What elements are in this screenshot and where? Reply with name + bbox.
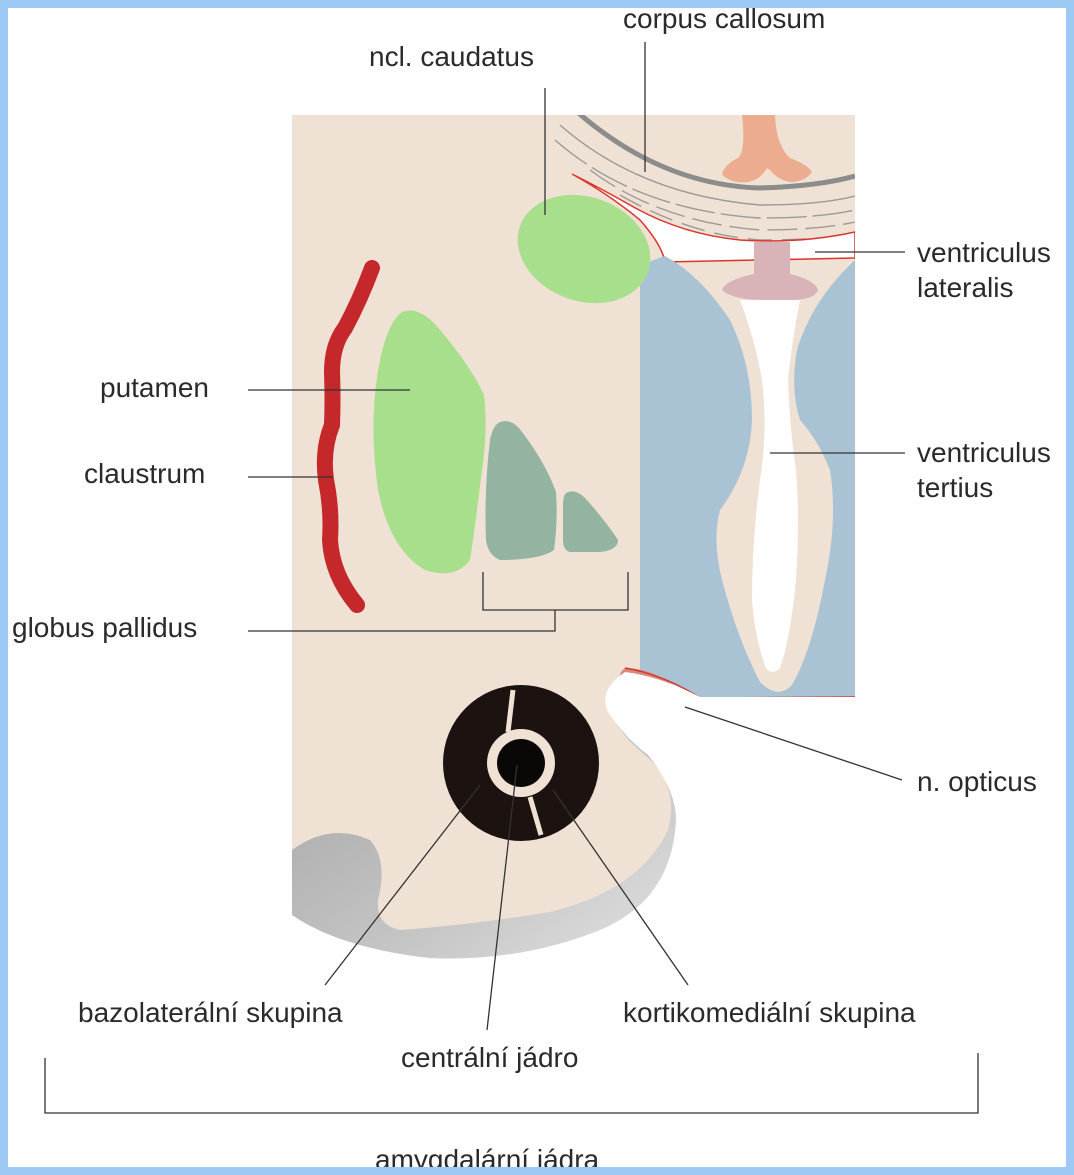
label-n-opticus: n. opticus xyxy=(917,766,1037,798)
label-ventriculus-lateralis-1: ventriculus xyxy=(917,237,1051,269)
label-putamen: putamen xyxy=(100,372,209,404)
label-claustrum: claustrum xyxy=(84,458,205,490)
amygdala-section-diagram xyxy=(8,8,1066,1167)
label-centralni-jadro: centrální jádro xyxy=(401,1042,578,1074)
label-bazolateralni-skupina: bazolaterální skupina xyxy=(78,997,343,1029)
label-amygdalarni-jadra: amygdalární jádra xyxy=(375,1144,599,1167)
amygdala-nucleus xyxy=(443,685,599,841)
label-ventriculus-lateralis-2: lateralis xyxy=(917,272,1013,304)
label-kortikomedialni-skupina: kortikomediální skupina xyxy=(623,997,916,1029)
label-globus-pallidus: globus pallidus xyxy=(12,612,197,644)
label-corpus-callosum: corpus callosum xyxy=(623,8,825,35)
amygdala-core xyxy=(497,739,545,787)
label-ncl-caudatus: ncl. caudatus xyxy=(369,41,534,73)
label-ventriculus-tertius-2: tertius xyxy=(917,472,993,504)
label-ventriculus-tertius-1: ventriculus xyxy=(917,437,1051,469)
leader-n-opticus xyxy=(685,707,902,780)
diagram-frame: corpus callosum ncl. caudatus ventriculu… xyxy=(8,8,1066,1167)
